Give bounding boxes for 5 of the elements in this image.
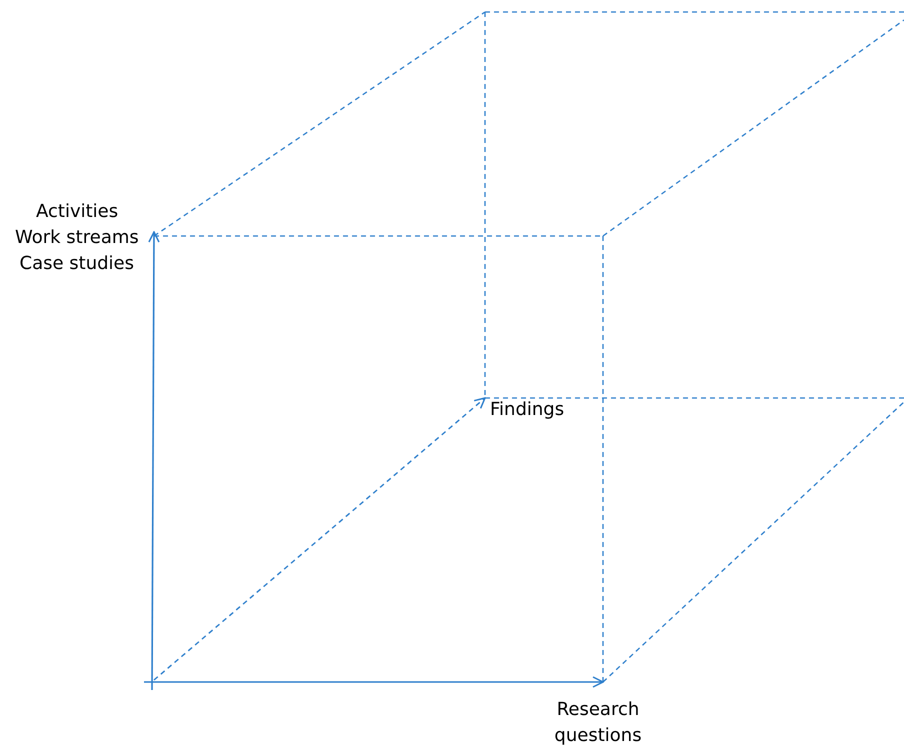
axis-label: Work streams: [15, 226, 139, 250]
axis-label: Findings: [490, 398, 564, 422]
axis-label: Research questions: [553, 698, 643, 746]
axis-label: Activities: [36, 200, 118, 224]
axis-label: Case studies: [20, 252, 134, 276]
